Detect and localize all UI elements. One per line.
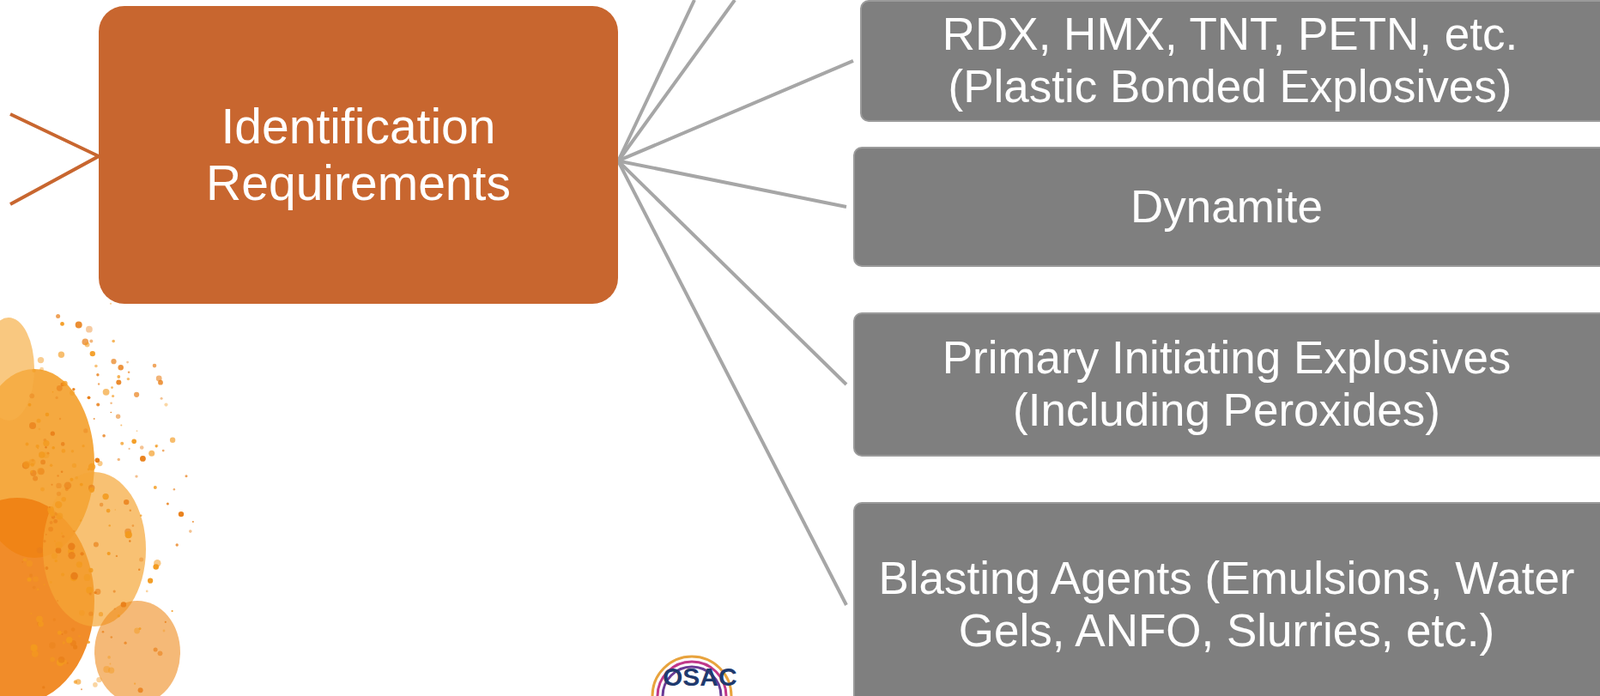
box-text: Dynamite bbox=[1130, 181, 1323, 234]
category-box: Blasting Agents (Emulsions, Water Gels, … bbox=[853, 502, 1600, 696]
box-text: Blasting Agents (Emulsions, Water Gels, … bbox=[872, 552, 1582, 658]
powder-splash bbox=[0, 303, 194, 696]
fan-line bbox=[618, 0, 695, 162]
category-box: Dynamite bbox=[853, 146, 1600, 267]
category-box: Primary Initiating Explosives (Including… bbox=[853, 312, 1600, 457]
box-text: Identification Requirements bbox=[124, 98, 593, 212]
connector-line bbox=[618, 60, 854, 162]
incoming-line bbox=[10, 114, 99, 205]
logo-text: OSAC bbox=[662, 662, 738, 692]
box-text: RDX, HMX, TNT, PETN, etc. (Plastic Bonde… bbox=[878, 8, 1582, 114]
main-box: Identification Requirements bbox=[98, 6, 619, 304]
connector-line bbox=[618, 160, 847, 207]
category-box: RDX, HMX, TNT, PETN, etc. (Plastic Bonde… bbox=[860, 0, 1600, 122]
connector-line bbox=[618, 160, 847, 385]
box-text: Primary Initiating Explosives (Including… bbox=[872, 332, 1582, 437]
connector-line bbox=[618, 160, 847, 606]
